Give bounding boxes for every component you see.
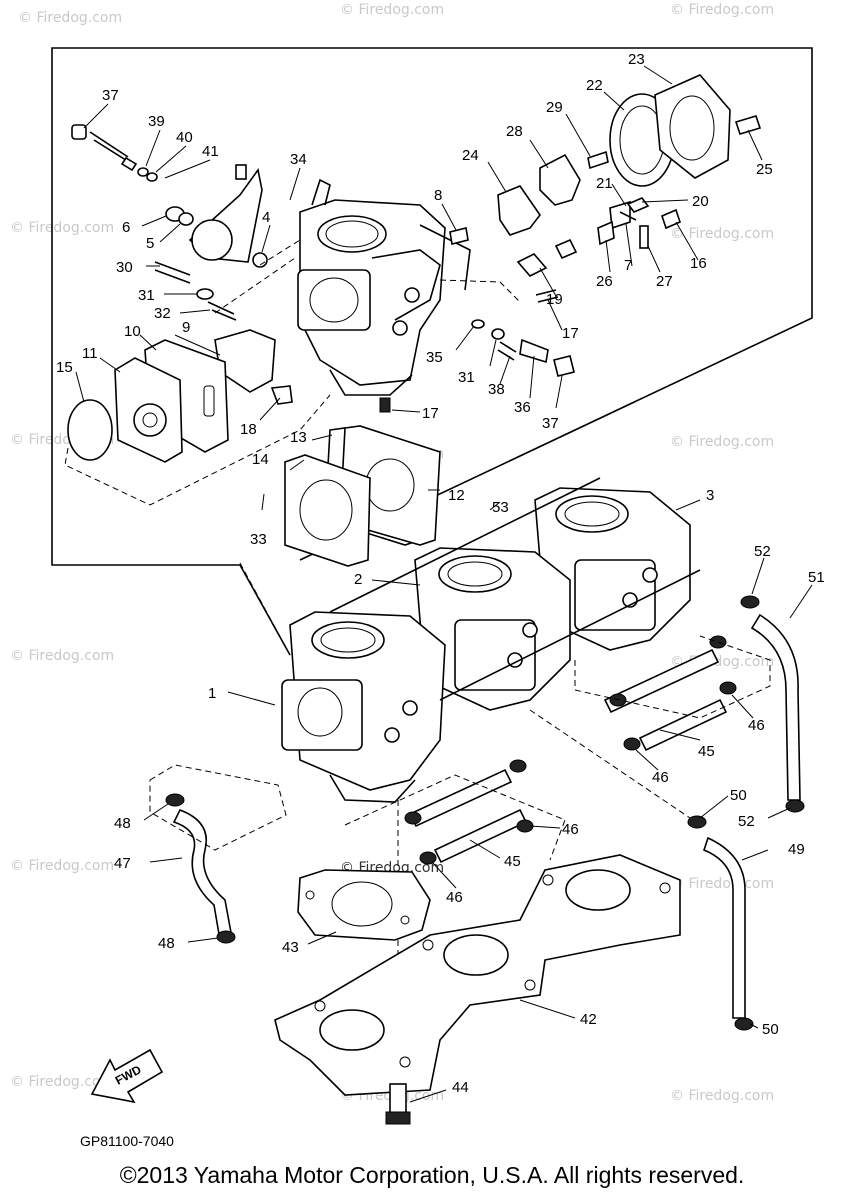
part-label-14: 14	[252, 451, 269, 468]
part-label-48: 48	[114, 815, 131, 832]
part-labels: 37 39 40 41 6 5 30 31 32 9 10 11 15 18 1…	[56, 51, 825, 1096]
carburetor-detail	[64, 74, 762, 567]
part-label-36: 36	[514, 399, 531, 416]
part-label-5: 5	[146, 235, 154, 252]
part-label-19: 19	[546, 291, 563, 308]
part-label-35: 35	[426, 349, 443, 366]
watermark: © Firedog.com	[670, 876, 774, 892]
part-label-2: 2	[354, 571, 362, 588]
part-label-21: 21	[596, 175, 613, 192]
intake-manifold	[274, 854, 681, 1096]
flange-gasket	[297, 869, 431, 941]
part-label-52b: 52	[738, 813, 755, 830]
part-label-47: 47	[114, 855, 131, 872]
part-label-46d: 46	[446, 889, 463, 906]
part-label-12: 12	[448, 487, 465, 504]
part-label-45: 45	[698, 743, 715, 760]
part-label-31: 31	[138, 287, 155, 304]
part-label-48b: 48	[158, 935, 175, 952]
copyright-notice: ©2013 Yamaha Motor Corporation, U.S.A. A…	[119, 1162, 745, 1188]
part-label-13: 13	[290, 429, 307, 446]
part-label-40: 40	[176, 129, 193, 146]
part-label-20: 20	[692, 193, 709, 210]
watermark: © Firedog.com	[670, 226, 774, 242]
part-label-24: 24	[462, 147, 479, 164]
leader-lines	[75, 65, 813, 1103]
part-label-34: 34	[290, 151, 307, 168]
part-label-31b: 31	[458, 369, 475, 386]
watermark: © Firedog.com	[18, 10, 122, 26]
part-label-38: 38	[488, 381, 505, 398]
inset-frame	[51, 47, 813, 656]
part-label-49: 49	[788, 841, 805, 858]
part-label-8: 8	[434, 187, 442, 204]
carburetor-assembly	[281, 477, 701, 803]
part-label-45b: 45	[504, 853, 521, 870]
fuel-hoses	[172, 613, 801, 1019]
part-label-4: 4	[262, 209, 270, 226]
part-label-17b: 17	[422, 405, 439, 422]
fwd-arrow-icon: FWD	[90, 1048, 164, 1104]
part-label-28: 28	[506, 123, 523, 140]
part-label-53: 53	[492, 499, 509, 516]
part-label-51: 51	[808, 569, 825, 586]
part-label-17: 17	[562, 325, 579, 342]
part-label-46c: 46	[562, 821, 579, 838]
part-label-50: 50	[730, 787, 747, 804]
part-label-37b: 37	[542, 415, 559, 432]
part-label-23: 23	[628, 51, 645, 68]
part-label-7: 7	[624, 257, 632, 274]
part-label-32: 32	[154, 305, 171, 322]
part-label-3: 3	[706, 487, 714, 504]
watermark: © Firedog.com	[670, 1088, 774, 1104]
part-label-29: 29	[546, 99, 563, 116]
watermark: © Firedog.com	[670, 2, 774, 18]
part-label-41: 41	[202, 143, 219, 160]
bolt	[385, 1083, 411, 1125]
watermark: © Firedog.com	[10, 858, 114, 874]
part-label-22: 22	[586, 77, 603, 94]
part-label-42: 42	[580, 1011, 597, 1028]
part-label-52: 52	[754, 543, 771, 560]
part-label-15: 15	[56, 359, 73, 376]
small-parts-right	[439, 74, 762, 377]
part-label-46b: 46	[652, 769, 669, 786]
watermark: © Firedog.com	[10, 648, 114, 664]
watermark: © Firedog.com	[340, 2, 444, 18]
part-label-39: 39	[148, 113, 165, 130]
small-parts-left	[71, 124, 391, 413]
part-label-25: 25	[756, 161, 773, 178]
watermark: © Firedog.com	[670, 434, 774, 450]
part-label-43: 43	[282, 939, 299, 956]
part-label-33: 33	[250, 531, 267, 548]
part-label-50b: 50	[762, 1021, 779, 1038]
part-label-16: 16	[690, 255, 707, 272]
part-label-18: 18	[240, 421, 257, 438]
part-label-44: 44	[452, 1079, 469, 1096]
watermark: © Firedog.com	[10, 1074, 114, 1090]
part-label-1: 1	[208, 685, 216, 702]
part-label-27: 27	[656, 273, 673, 290]
part-label-9: 9	[182, 319, 190, 336]
part-label-6: 6	[122, 219, 130, 236]
diagram-code: GP81100-7040	[80, 1133, 174, 1149]
part-label-26: 26	[596, 273, 613, 290]
part-label-10: 10	[124, 323, 141, 340]
hose-clamps	[165, 595, 805, 1031]
part-label-46: 46	[748, 717, 765, 734]
part-label-11: 11	[82, 345, 98, 362]
part-label-37: 37	[102, 87, 119, 104]
part-label-30: 30	[116, 259, 133, 276]
watermark: © Firedog.com	[10, 220, 114, 236]
